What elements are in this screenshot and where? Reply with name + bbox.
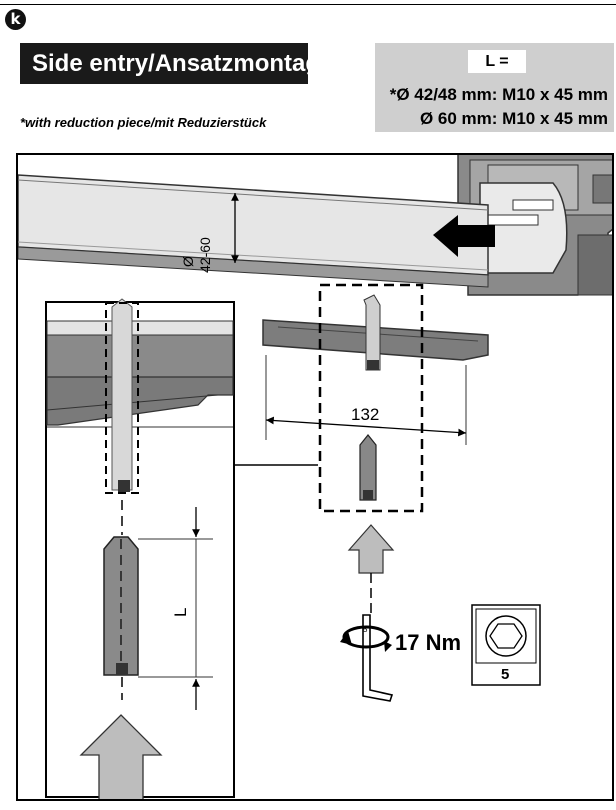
- hex-key: 5: [362, 614, 394, 702]
- page-title: Side entry/Ansatzmontage: [20, 43, 333, 84]
- step-badge: k: [5, 9, 26, 30]
- distance-dimension: 132: [265, 355, 467, 445]
- length-spec-box: L = *Ø 42/48 mm: M10 x 45 mm Ø 60 mm: M1…: [375, 43, 614, 132]
- diameter-dimension: Ø 42-60: [180, 193, 239, 273]
- rotation-icon: [340, 625, 392, 652]
- diameter-range: 42-60: [197, 237, 213, 273]
- bolt-small: [359, 434, 377, 501]
- distance-value: 132: [351, 405, 379, 424]
- insertion-arrow: [433, 215, 495, 257]
- length-spec-reduced: *Ø 42/48 mm: M10 x 45 mm: [389, 85, 608, 104]
- hex-size-value: 5: [501, 666, 509, 683]
- tube: [18, 174, 489, 288]
- reduction-note: *with reduction piece/mit Reduzierstück: [20, 115, 267, 130]
- torque-value: 17 Nm: [395, 630, 461, 655]
- length-label: L: [171, 608, 190, 617]
- diameter-symbol: Ø: [180, 256, 196, 267]
- detail-box-outline: [318, 283, 424, 513]
- top-rule: [0, 4, 616, 5]
- zoom-inset: L: [45, 298, 235, 799]
- screw-head-in-profile: [363, 294, 381, 371]
- hex-size-badge: 5: [471, 604, 541, 686]
- assembly-illustration: Ø 42-60 132 5: [18, 155, 612, 799]
- length-spec-60: Ø 60 mm: M10 x 45 mm: [419, 109, 608, 128]
- illustration-frame: Ø 42-60 132 5: [16, 153, 614, 801]
- bolt-insert-arrow: [347, 524, 395, 574]
- end-cap-housing: [457, 155, 612, 296]
- length-spec-header: L =: [468, 50, 526, 73]
- hex-key-mark: 5: [363, 625, 368, 634]
